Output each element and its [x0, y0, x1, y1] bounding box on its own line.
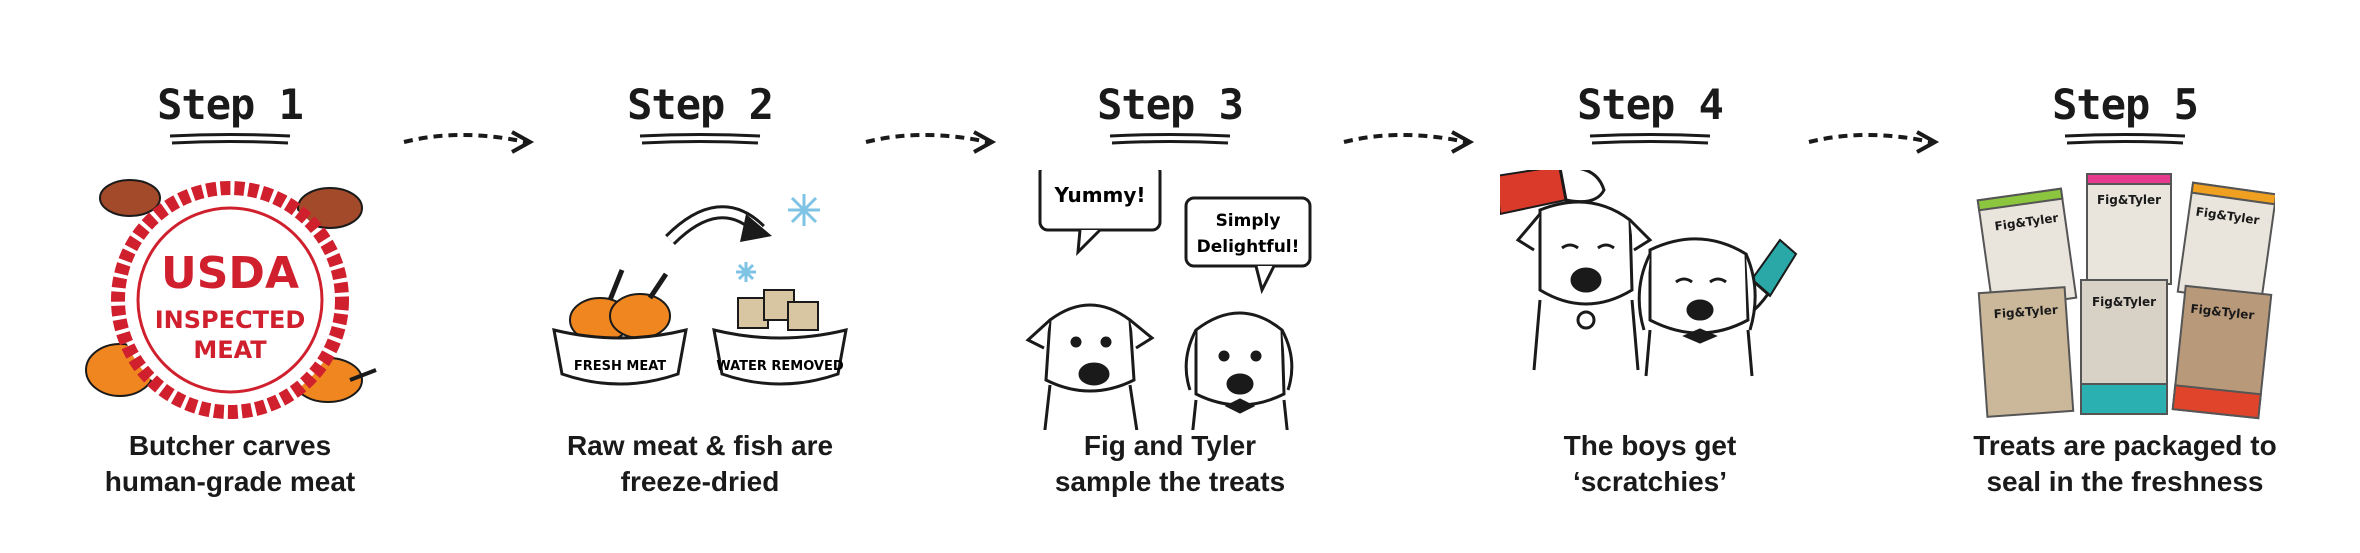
dogs-tasting-illustration: Yummy! Simply Delightful!: [1025, 170, 1312, 430]
step-caption: Treats are packaged to seal in the fresh…: [1915, 428, 2335, 500]
step-caption: Butcher carves human-grade meat: [20, 428, 440, 500]
title-underline: [2064, 133, 2186, 145]
speech-bubble-left: Yummy!: [1038, 170, 1162, 256]
freeze-dry-illustration: FRESH MEAT WATER REMOVED: [552, 194, 848, 386]
bubble-delightful: Delightful!: [1197, 237, 1300, 257]
bowl-label-fresh: FRESH MEAT: [574, 359, 666, 374]
dashed-arrow-icon: [865, 130, 997, 154]
usda-stamp-icon: USDA INSPECTED MEAT: [111, 181, 349, 419]
package-brand: Fig&Tyler: [2190, 302, 2255, 323]
fresh-meat-bowl: FRESH MEAT: [552, 269, 688, 386]
step-caption: Fig and Tyler sample the treats: [960, 428, 1380, 500]
curved-arrow-icon: [665, 205, 772, 246]
stamp-usda: USDA: [161, 248, 299, 299]
caption-line-2: ‘scratchies’: [1572, 466, 1728, 497]
step-4: Step 4 The boys get: [1440, 0, 1860, 553]
package-brand: Fig&Tyler: [1993, 303, 2058, 321]
caption-line-1: Raw meat & fish are: [566, 430, 834, 461]
step-caption: Raw meat & fish are freeze-dried: [490, 428, 910, 500]
caption-line-1: The boys get: [1563, 430, 1737, 461]
dog-tyler-icon: [1184, 311, 1294, 430]
caption-line-1: Fig and Tyler: [1083, 430, 1257, 461]
scratchies-illustration: [1500, 170, 1798, 377]
step-2: Step 2 FRESH MEAT WATE: [490, 0, 910, 553]
package-brand: Fig&Tyler: [2092, 295, 2156, 309]
dog-tyler-icon: [1637, 237, 1757, 377]
dashed-arrow-icon: [1808, 130, 1940, 154]
step-title: Step 3: [1097, 80, 1244, 129]
dashed-arrow-icon: [403, 130, 535, 154]
red-sleeve-hand-icon: [1500, 170, 1606, 216]
usda-stamp-illustration: USDA INSPECTED MEAT: [85, 179, 377, 419]
dashed-arrow-icon: [1343, 130, 1475, 154]
step-5: Step 5 Fig&Tyler Fig&Tyler Fig&Tyler Fig…: [1915, 0, 2335, 553]
caption-line-1: Treats are packaged to: [1973, 430, 2277, 461]
step-3: Step 3 Yummy! Simply Delightful!: [960, 0, 1380, 553]
meat-cuts: [85, 179, 377, 403]
dog-fig-icon: [1025, 303, 1155, 430]
snowflake-icon: [736, 194, 820, 282]
caption-line-2: freeze-dried: [620, 466, 780, 497]
step-title: Step 5: [2052, 80, 2199, 129]
title-underline: [639, 133, 761, 145]
step-title: Step 4: [1577, 80, 1724, 129]
step-caption: The boys get ‘scratchies’: [1440, 428, 1860, 500]
dog-fig-icon: [1515, 200, 1653, 371]
title-underline: [1589, 133, 1711, 145]
stamp-inspected: INSPECTED: [155, 306, 306, 334]
caption-line-2: human-grade meat: [104, 466, 356, 497]
caption-line-2: sample the treats: [1054, 466, 1286, 497]
treat-packages-illustration: Fig&Tyler Fig&Tyler Fig&Tyler Fig&Tyler …: [1976, 173, 2275, 420]
step-title: Step 2: [627, 80, 774, 129]
caption-line-2: seal in the freshness: [1986, 466, 2264, 497]
title-underline: [169, 133, 291, 145]
title-underline: [1109, 133, 1231, 145]
water-removed-bowl: WATER REMOVED: [712, 289, 848, 386]
bowl-label-water-removed: WATER REMOVED: [716, 359, 844, 374]
caption-line-1: Butcher carves: [128, 430, 332, 461]
package-brand: Fig&Tyler: [2097, 193, 2161, 207]
bubble-simply: Simply: [1216, 211, 1281, 231]
step-title: Step 1: [157, 80, 304, 129]
stamp-meat: MEAT: [193, 336, 267, 364]
step-1: Step 1 USDA INSPECTED MEAT Butcher carve…: [20, 0, 440, 553]
speech-bubble-right: Simply Delightful!: [1184, 196, 1312, 295]
bubble-yummy: Yummy!: [1053, 183, 1145, 207]
package-icon: [1976, 173, 2275, 420]
